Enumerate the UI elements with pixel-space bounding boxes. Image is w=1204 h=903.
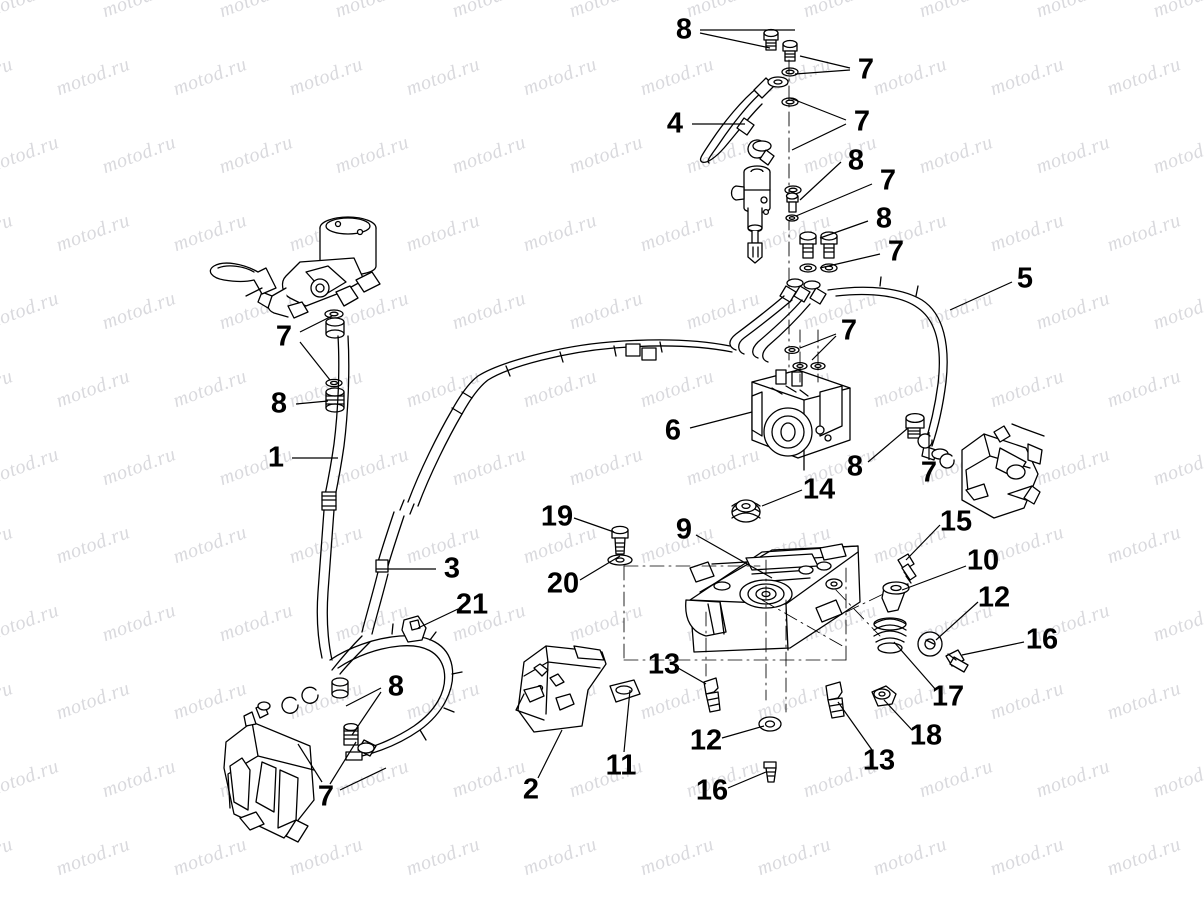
callout-c7-upper: 7 bbox=[879, 164, 897, 197]
callout-c16-bottom: 16 bbox=[695, 774, 729, 807]
callout-c16-right: 16 bbox=[1025, 623, 1059, 656]
banjo-bolt-rear bbox=[905, 412, 925, 439]
heat-guard-2 bbox=[515, 645, 607, 733]
callout-c6: 6 bbox=[664, 414, 682, 447]
callout-c14: 14 bbox=[802, 473, 836, 506]
callout-c12-bottom: 12 bbox=[689, 724, 723, 757]
rear-brake-caliper bbox=[961, 423, 1045, 519]
abs-modulator bbox=[751, 369, 851, 471]
front-master-cylinder bbox=[209, 216, 381, 319]
rear-master-cylinder bbox=[730, 165, 771, 264]
bolt-13-left bbox=[703, 677, 721, 713]
callout-c10: 10 bbox=[966, 544, 1000, 577]
callout-c7-mid-right: 7 bbox=[853, 105, 871, 138]
callout-c13-left: 13 bbox=[647, 648, 681, 681]
washer-rear-2 bbox=[939, 453, 955, 469]
callout-c13-right: 13 bbox=[862, 744, 896, 777]
hose-bundle-center bbox=[729, 295, 811, 363]
clip-nut-11 bbox=[609, 679, 641, 703]
callout-c8-abs: 8 bbox=[846, 450, 864, 483]
banjo-bolt-top-a bbox=[763, 28, 779, 51]
hose-5 bbox=[827, 276, 949, 461]
callout-c8-left: 8 bbox=[270, 387, 288, 420]
bolt-13-right bbox=[825, 681, 845, 719]
washer-12-right bbox=[917, 631, 943, 657]
hose-clip-21 bbox=[401, 615, 427, 643]
callout-c7-top-right: 7 bbox=[857, 53, 875, 86]
callout-c8-top-left: 8 bbox=[675, 13, 693, 46]
callout-c12-right: 12 bbox=[977, 581, 1011, 614]
banjo-bolt-pair bbox=[799, 231, 838, 273]
spring-mount-17 bbox=[873, 617, 907, 654]
callout-c8-front: 8 bbox=[387, 670, 405, 703]
callout-c7-left-upper: 7 bbox=[275, 320, 293, 353]
callout-c21: 21 bbox=[455, 588, 489, 621]
rubber-mount-14 bbox=[731, 499, 761, 523]
washer-rear bbox=[917, 433, 933, 449]
callout-c8-mid: 8 bbox=[875, 202, 893, 235]
hose-3-lower bbox=[331, 635, 371, 675]
bolt-15 bbox=[897, 553, 917, 584]
banjo-left bbox=[325, 387, 345, 413]
hose-4 bbox=[699, 76, 789, 166]
hose-union-left bbox=[325, 317, 345, 339]
callout-c19: 19 bbox=[540, 500, 574, 533]
banjo-bolt-mid-a bbox=[785, 192, 799, 213]
callout-c1: 1 bbox=[267, 441, 285, 474]
callout-c18: 18 bbox=[909, 719, 943, 752]
banjo-bolt-top-b bbox=[782, 39, 798, 62]
washer-20 bbox=[607, 554, 633, 566]
callout-c4: 4 bbox=[666, 107, 684, 140]
screw-16-bottom bbox=[763, 761, 777, 783]
callout-c20: 20 bbox=[546, 567, 580, 600]
nut-18 bbox=[871, 685, 897, 707]
callout-c8-upper: 8 bbox=[847, 144, 865, 177]
hose-union-cluster bbox=[779, 278, 827, 305]
front-brake-caliper bbox=[223, 701, 315, 843]
callout-c11: 11 bbox=[605, 749, 637, 782]
callout-c7-abs: 7 bbox=[840, 314, 858, 347]
callout-c7-rear: 7 bbox=[920, 456, 938, 489]
callout-c2: 2 bbox=[522, 773, 540, 806]
washer-12-bottom bbox=[758, 716, 782, 732]
union-front-a bbox=[331, 677, 349, 699]
screw-16-right bbox=[945, 649, 969, 673]
callout-c7-mid: 7 bbox=[887, 235, 905, 268]
callout-c5: 5 bbox=[1016, 262, 1034, 295]
callout-c15: 15 bbox=[939, 505, 973, 538]
union-front-b bbox=[343, 722, 359, 746]
bolt-19 bbox=[611, 525, 629, 555]
abs-bracket-9 bbox=[685, 543, 861, 653]
callout-c17: 17 bbox=[931, 680, 965, 713]
callout-c9: 9 bbox=[675, 513, 693, 546]
callout-c7-front: 7 bbox=[317, 780, 335, 813]
hose-1 bbox=[316, 335, 350, 661]
grommet-10 bbox=[881, 581, 910, 613]
front-hose-lower bbox=[281, 615, 463, 761]
callout-c3: 3 bbox=[443, 552, 461, 585]
